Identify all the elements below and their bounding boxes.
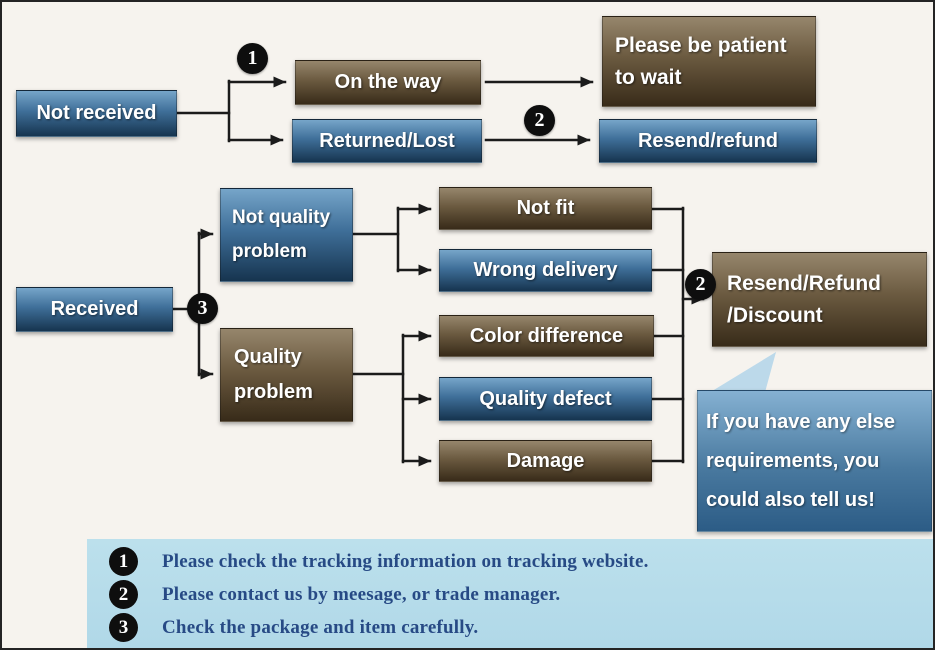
notes-panel: 1 Please check the tracking information …: [87, 539, 933, 648]
node-label-line1: Please be patient: [615, 33, 787, 57]
node-label: Color difference: [469, 324, 624, 347]
node-label: Quality defect: [479, 387, 612, 410]
step-2-badge-top: 2: [524, 105, 555, 136]
node-on-the-way: On the way: [295, 60, 481, 105]
top-branch-connectors: [175, 76, 594, 146]
note-3-text: Check the package and item carefully.: [162, 616, 479, 638]
node-resend-refund: Resend/refund: [599, 119, 817, 163]
node-label-line2: problem: [234, 381, 313, 403]
step-3-badge: 3: [187, 293, 218, 324]
node-label: Wrong delivery: [473, 259, 618, 281]
node-label-line2: problem: [232, 241, 307, 262]
node-wrong-delivery: Wrong delivery: [439, 249, 652, 292]
node-be-patient: Please be patient to wait: [602, 16, 816, 107]
node-damage: Damage: [439, 440, 652, 482]
step-2-badge-right: 2: [685, 269, 716, 300]
node-not-received: Not received: [16, 90, 177, 137]
note-1-text: Please check the tracking information on…: [162, 550, 649, 572]
collector-connectors: [650, 206, 705, 464]
speech-bubble: If you have any else requirements, you c…: [697, 390, 932, 532]
node-returned-lost: Returned/Lost: [292, 119, 482, 163]
speech-bubble-tail: [704, 352, 776, 396]
node-label-line1: Not quality: [232, 207, 331, 228]
node-label: Received: [50, 298, 139, 320]
node-resend-refund-discount: Resend/Refund /Discount: [712, 252, 927, 347]
node-label: On the way: [334, 71, 442, 93]
node-not-fit: Not fit: [439, 187, 652, 230]
step-1-badge: 1: [237, 43, 268, 74]
received-branch-connectors: [171, 203, 432, 467]
node-quality-defect: Quality defect: [439, 377, 652, 421]
note-3-badge: 3: [109, 613, 138, 642]
bubble-line1: If you have any else: [706, 410, 895, 433]
note-2-badge: 2: [109, 580, 138, 609]
node-label-line1: Quality: [234, 346, 302, 368]
node-label: Resend/refund: [637, 129, 779, 152]
node-label-line2: to wait: [615, 65, 682, 89]
note-2-text: Please contact us by meesage, or trade m…: [162, 583, 561, 605]
note-1-badge: 1: [109, 547, 138, 576]
node-label-line2: /Discount: [727, 303, 823, 327]
note-row-2: 2 Please contact us by meesage, or trade…: [109, 580, 923, 609]
node-label: Damage: [506, 449, 585, 472]
node-quality-problem: Quality problem: [220, 328, 353, 422]
node-label: Not received: [36, 102, 157, 124]
node-not-quality-problem: Not quality problem: [220, 188, 353, 282]
note-row-3: 3 Check the package and item carefully.: [109, 613, 923, 642]
note-row-1: 1 Please check the tracking information …: [109, 547, 923, 576]
bubble-line2: requirements, you: [706, 449, 880, 472]
node-label: Not fit: [516, 197, 575, 219]
node-received: Received: [16, 287, 173, 332]
node-label-line1: Resend/Refund: [727, 271, 882, 295]
node-color-difference: Color difference: [439, 315, 654, 357]
node-label: Returned/Lost: [319, 129, 455, 152]
bubble-line3: could also tell us!: [706, 488, 875, 511]
